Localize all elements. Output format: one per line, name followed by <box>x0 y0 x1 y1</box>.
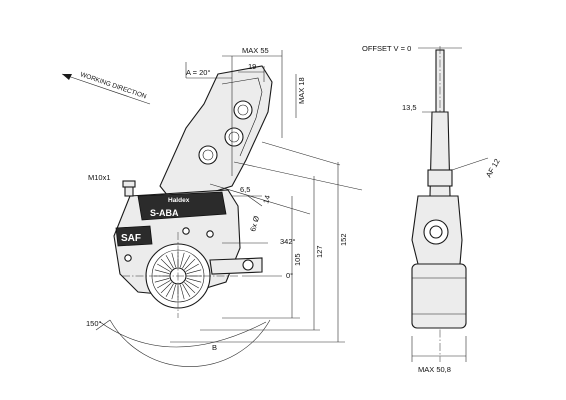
arm-hole-3 <box>198 145 218 165</box>
spline-tooth <box>180 252 185 268</box>
label-127: 127 <box>315 245 324 258</box>
working-direction-indicator: WORKING DIRECTION <box>61 71 151 105</box>
side-view <box>411 46 489 362</box>
label-plate <box>137 191 227 221</box>
label-342: 342° <box>280 237 296 246</box>
spline-tooth <box>171 284 176 300</box>
label-b: B <box>212 343 217 352</box>
brand-s-aba: S-ABA <box>150 208 179 218</box>
side-view-drum <box>411 263 467 329</box>
label-13-5: 13,5 <box>402 103 417 112</box>
label-6-5: 6,5 <box>240 185 250 194</box>
spline-tooth <box>182 283 191 297</box>
left-view-dimensions <box>95 50 363 367</box>
arm-hole-2 <box>224 127 244 147</box>
spline-tooth <box>185 263 199 272</box>
label-19: 19 <box>248 62 256 71</box>
spline-tooth <box>157 263 171 272</box>
label-105: 105 <box>293 253 302 266</box>
spline-tooth <box>184 258 196 270</box>
control-arm <box>209 257 263 275</box>
label-14: 14 <box>261 194 272 204</box>
brand-saf: SAF <box>121 233 141 244</box>
label-max-50-8: MAX 50,8 <box>418 365 451 374</box>
label-0: 0° <box>286 271 293 280</box>
adjuster-housing: Haldex S-ABA SAF <box>113 180 263 309</box>
label-af-12: AF 12 <box>484 157 502 179</box>
spline-tooth <box>157 280 171 289</box>
spline-tooth <box>160 282 172 294</box>
label-angle-a: A = 20° <box>186 68 210 77</box>
spline-tooth <box>184 282 196 294</box>
label-m10x1: M10x1 <box>88 173 111 182</box>
brand-haldex: Haldex <box>168 197 190 204</box>
spline-tooth <box>185 280 199 289</box>
label-6x-phi: 6x Ø <box>248 215 261 233</box>
spline-tooth <box>165 255 174 269</box>
dimension-labels: A = 20° MAX 55 19 MAX 18 OFFSET V = 0 13… <box>86 44 502 374</box>
spline-tooth <box>171 252 176 268</box>
spline-tooth <box>165 283 174 297</box>
spline-tooth <box>160 258 172 270</box>
spline-tooth <box>186 269 202 274</box>
spline-tooth <box>154 269 170 274</box>
label-offset: OFFSET V = 0 <box>362 44 411 53</box>
spline-tooth <box>186 278 202 283</box>
spline-tooth <box>180 284 185 300</box>
adjuster-arm <box>159 65 273 197</box>
working-direction-label: WORKING DIRECTION <box>79 71 147 100</box>
spline-tooth <box>154 278 170 283</box>
direction-arrow-icon <box>62 74 72 80</box>
arm-hole-1 <box>233 100 253 120</box>
label-150: 150° <box>86 319 102 328</box>
spline-tooth <box>182 255 191 269</box>
label-152: 152 <box>339 233 348 246</box>
label-max-18: MAX 18 <box>297 77 306 104</box>
saf-badge <box>115 225 153 247</box>
label-max-55: MAX 55 <box>242 46 269 55</box>
